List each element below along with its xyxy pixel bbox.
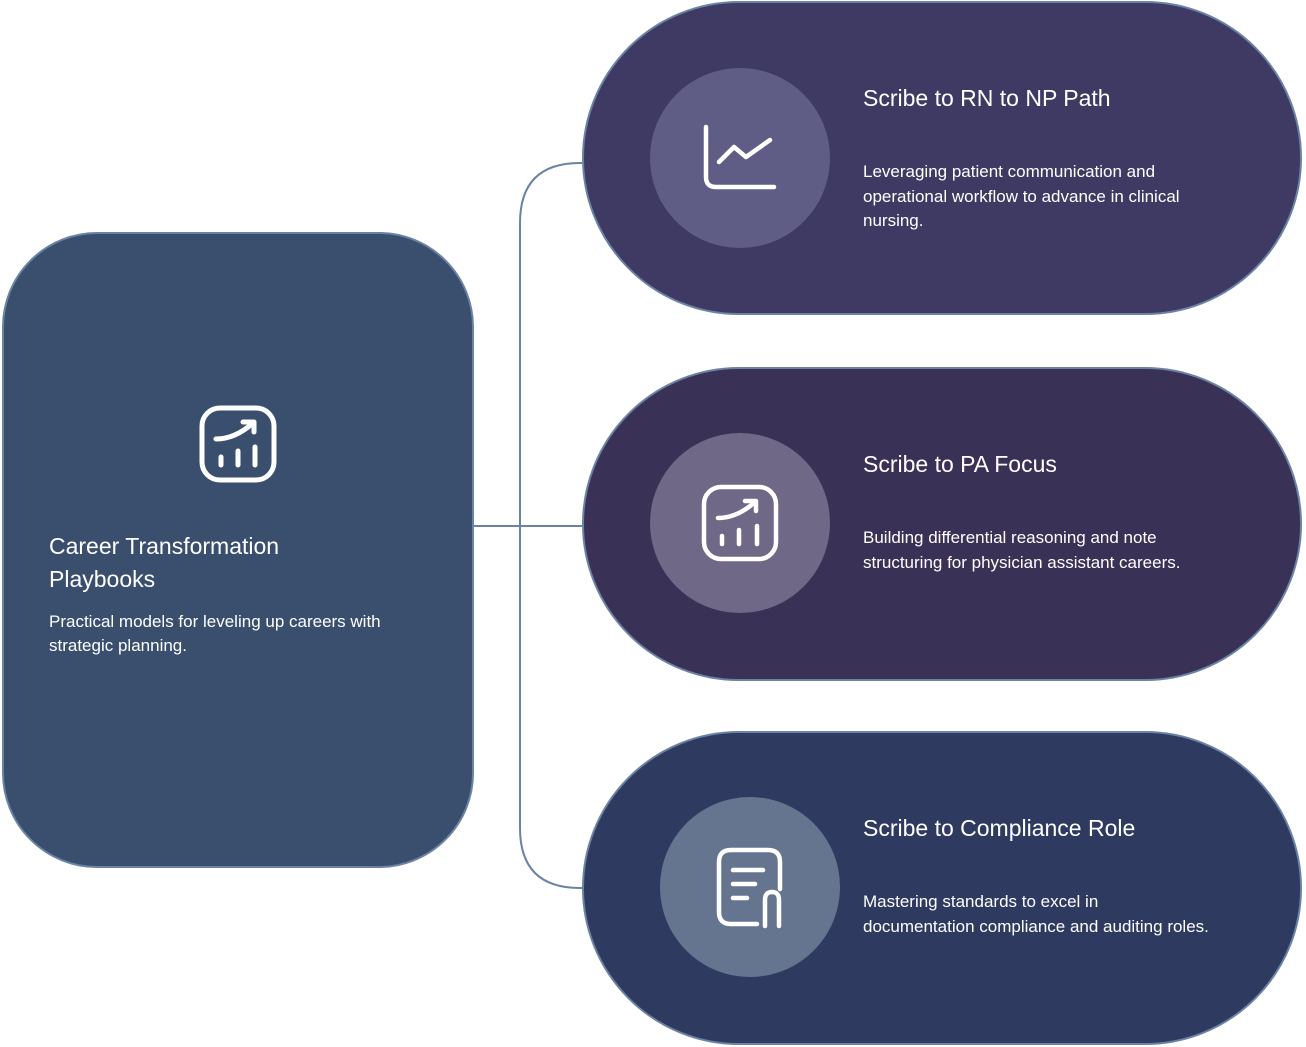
document-clip-icon — [716, 847, 783, 929]
icon-circle — [660, 797, 840, 977]
chart-up-square-icon — [199, 405, 277, 483]
path-title: Scribe to RN to NP Path — [863, 85, 1111, 111]
path-description: Leveraging patient communication and ope… — [863, 162, 1180, 230]
line-chart-icon — [703, 124, 777, 190]
path-title: Scribe to PA Focus — [863, 451, 1057, 477]
path-description: Mastering standards to excel in document… — [863, 892, 1209, 936]
main-title: Career Transformation Playbooks — [49, 533, 280, 592]
chart-up-square-icon — [701, 484, 779, 562]
icon-circle — [650, 68, 830, 248]
main-description: Practical models for leveling up careers… — [49, 612, 381, 655]
path-title: Scribe to Compliance Role — [863, 815, 1136, 841]
icon-circle — [650, 433, 830, 613]
main-card — [2, 232, 474, 868]
path-description: Building differential reasoning and note… — [863, 528, 1181, 572]
